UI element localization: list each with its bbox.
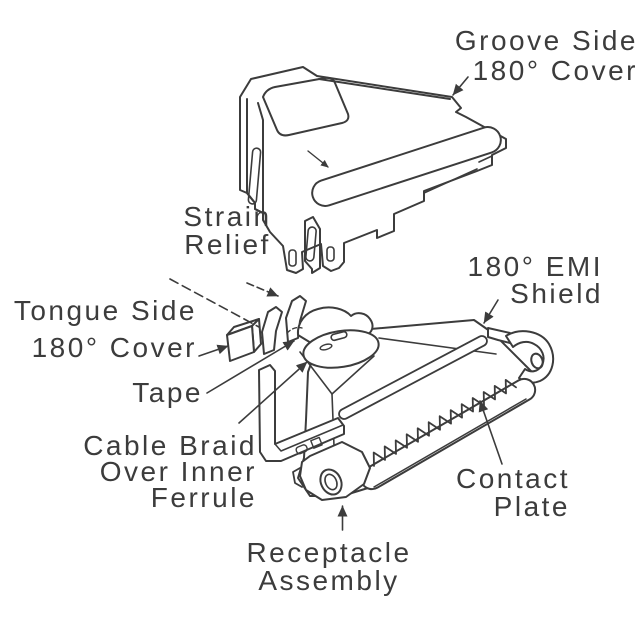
left-lobe-notch <box>292 467 303 488</box>
cover-insert-direction-mark <box>307 150 329 168</box>
shield-facet-line-3 <box>331 355 375 395</box>
label-tongue-side-cover: Tongue Side 180° Cover <box>0 292 197 366</box>
tongue-cover-block-front <box>226 325 255 362</box>
shield-clip-right <box>487 327 511 344</box>
leader-arrow-strain-relief <box>246 282 279 297</box>
receptacle-assembly-drawing <box>226 295 555 501</box>
label-groove-side-cover: Groove Side 180° Cover <box>455 26 638 86</box>
label-line: Tongue Side <box>13 295 197 326</box>
label-cable-braid: Cable Braid Over Inner Ferrule <box>0 430 257 513</box>
leader-dashed-strain-relief-long <box>169 278 260 328</box>
leader-arrow-contact-plate <box>478 400 503 465</box>
tape-ferrule-disc <box>302 329 380 369</box>
label-line: Relief <box>184 229 271 260</box>
cover-top-recess <box>262 76 350 137</box>
label-strain-relief: Strain Relief <box>145 203 310 259</box>
label-line: Groove Side <box>454 25 638 56</box>
cable-clamp-channel-left <box>246 98 264 214</box>
shield-facet-line-1 <box>378 337 497 355</box>
disc-detail-oval <box>319 343 333 351</box>
contact-plate-inner-line <box>373 398 527 488</box>
leader-arrow-emi-shield <box>483 299 499 324</box>
screw-ring-left-outer <box>319 468 343 496</box>
screw-ring-right <box>530 352 544 370</box>
label-line: Tape <box>132 377 203 408</box>
cable-clamp-channel-right <box>304 216 321 274</box>
front-bracket-inner-line <box>274 424 344 452</box>
bracket-detail-slot <box>295 444 308 455</box>
label-line: Strain <box>183 201 272 232</box>
cover-foot-slot-b <box>326 246 335 262</box>
label-line: Cable Braid <box>83 430 257 461</box>
label-line: 180° Cover <box>472 55 638 86</box>
label-emi-shield: 180° EMI Shield <box>467 251 603 309</box>
label-line: Plate <box>493 491 570 522</box>
saddle-hidden-edge-dashed <box>286 326 303 334</box>
cover-top-edge-inner-line <box>318 78 451 100</box>
cover-bottom-edge-inner-line <box>423 168 478 194</box>
label-contact-plate: Contact Plate <box>456 465 570 521</box>
label-line: 180° EMI <box>467 251 603 282</box>
bracket-detail-tab <box>310 436 323 449</box>
screw-hook-right <box>505 330 555 384</box>
tape-slot-hole <box>330 330 348 342</box>
label-line: Contact <box>456 463 570 494</box>
cover-foot-slot-a <box>288 249 297 267</box>
label-line: Receptacle <box>246 537 412 568</box>
leader-arrow-tongue-side-cover <box>198 344 229 357</box>
label-line: Ferrule <box>150 482 257 513</box>
cover-latch-tab-line <box>478 155 493 163</box>
groove-side-cover-drawing <box>239 66 507 274</box>
shield-top-slot <box>338 335 488 420</box>
screw-ring-left-inner <box>324 473 338 491</box>
contact-teeth <box>372 378 517 467</box>
front-bracket <box>258 364 345 462</box>
leader-arrow-cable-braid <box>238 361 308 424</box>
cable-clamp-slot-left <box>247 147 262 205</box>
label-line: Shield <box>510 278 603 309</box>
label-line: Assembly <box>258 565 400 596</box>
strain-relief-fin-left <box>261 306 283 355</box>
label-receptacle-assembly: Receptacle Assembly <box>229 539 429 595</box>
label-tape: Tape <box>132 379 203 407</box>
leader-arrow-groove-side-cover <box>452 76 469 96</box>
cover-groove-rib <box>311 126 502 207</box>
callout-leaders <box>169 76 503 531</box>
cable-clamp-slot-right <box>305 226 317 262</box>
label-line: 180° Cover <box>31 332 197 363</box>
label-line: Over Inner <box>99 456 257 487</box>
leader-arrow-tape <box>206 340 295 394</box>
